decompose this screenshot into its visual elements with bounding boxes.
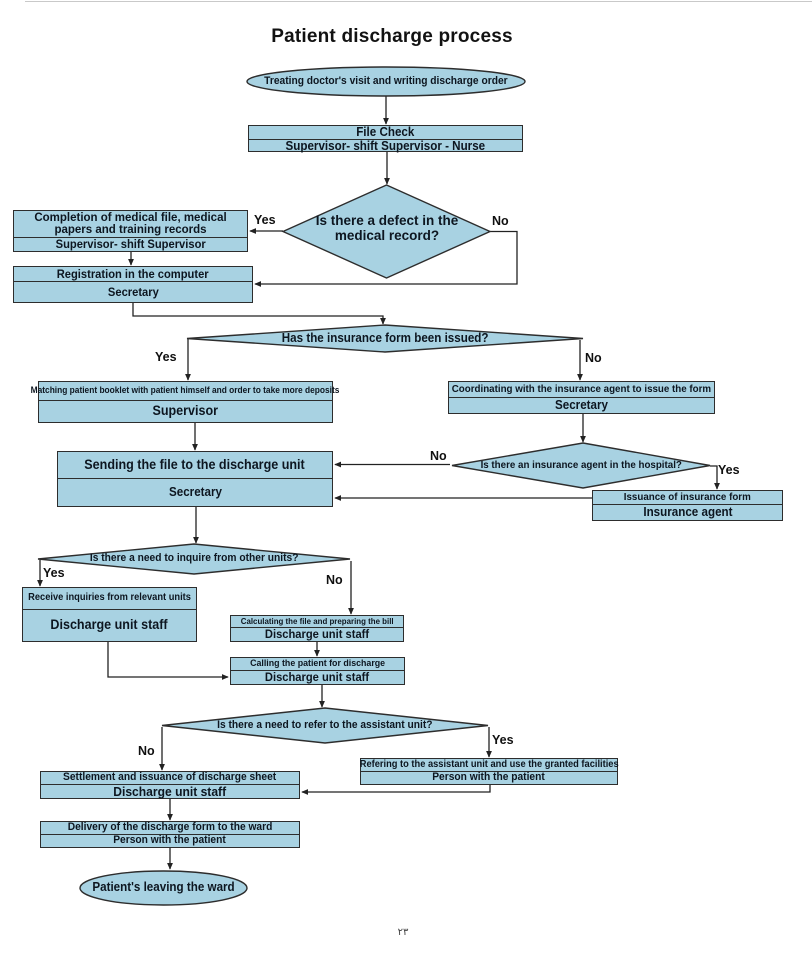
node-refering: Refering to the assistant unit and use t… (360, 758, 618, 785)
node-end-label: Patient's leaving the ward (92, 880, 235, 895)
label-insurance-form-yes: Yes (155, 350, 177, 364)
decision-assistant-shape (161, 707, 489, 744)
page-top-rule (25, 1, 812, 2)
edge-receive-calling (107, 642, 229, 680)
edge-registration-insuranceform (132, 303, 386, 325)
page-number: ٢٣ (397, 927, 409, 938)
edge-defect-no (254, 230, 518, 287)
decision-defect-question: Is there a defect in the medical record? (315, 213, 459, 243)
node-sending: Sending the file to the discharge unit S… (57, 451, 333, 507)
decision-defect-shape (281, 184, 492, 279)
label-insurance-agent-yes: Yes (718, 463, 740, 477)
node-delivery: Delivery of the discharge form to the wa… (40, 821, 300, 848)
start-ellipse-shape (246, 66, 526, 97)
node-receive: Receive inquiries from relevant units Di… (22, 587, 197, 642)
decision-insurance-agent-shape (451, 442, 711, 489)
label-assistant-no: No (138, 744, 155, 758)
decision-insurance-agent-question: Is there an insurance agent in the hospi… (480, 458, 682, 471)
node-settlement: Settlement and issuance of discharge she… (40, 771, 300, 799)
end-ellipse-shape (79, 870, 248, 906)
node-start-label: Treating doctor's visit and writing disc… (264, 74, 508, 87)
decision-assistant-question: Is there a need to refer to the assistan… (217, 719, 433, 732)
label-insurance-agent-no: No (430, 449, 447, 463)
node-file-check: File Check Supervisor- shift Supervisor … (248, 125, 523, 153)
page-title: Patient discharge process (271, 26, 513, 47)
decision-inquire-question: Is there a need to inquire from other un… (89, 552, 299, 565)
label-inquire-no: No (326, 573, 343, 587)
label-insurance-form-no: No (585, 351, 602, 365)
label-assistant-yes: Yes (492, 733, 514, 747)
node-issuance: Issuance of insurance form Insurance age… (592, 490, 783, 521)
node-calling: Calling the patient for discharge Discha… (230, 657, 405, 685)
label-inquire-yes: Yes (43, 566, 65, 580)
node-matching: Matching patient booklet with patient hi… (31, 381, 340, 423)
edge-refering-settlement (301, 785, 491, 795)
decision-insurance-form-question: Has the insurance form been issued? (281, 330, 489, 345)
node-coordinating: Coordinating with the insurance agent to… (448, 381, 715, 414)
node-completion: Completion of medical file, medical pape… (13, 210, 248, 252)
node-calculating: Calculating the file and preparing the b… (230, 615, 404, 642)
label-defect-no: No (492, 214, 509, 228)
edge-agent-yes (710, 465, 720, 490)
decision-insurance-form-shape (186, 324, 584, 353)
node-registration: Registration in the computer Secretary (13, 266, 253, 303)
label-defect-yes: Yes (254, 213, 276, 227)
decision-inquire-shape (37, 543, 351, 575)
